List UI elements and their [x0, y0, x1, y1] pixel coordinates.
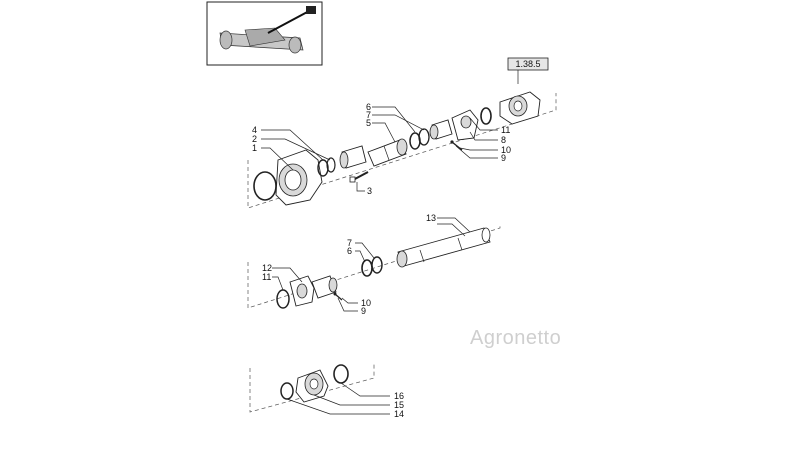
bolt	[349, 171, 369, 183]
long-shaft	[396, 227, 491, 268]
o-ring	[333, 364, 349, 384]
bottom-assembly	[280, 364, 349, 403]
snap-ring	[418, 128, 430, 146]
callout-6: 6	[366, 102, 371, 112]
snap-ring	[371, 256, 383, 274]
callout-9-middle: 9	[361, 306, 366, 316]
callout-2: 2	[252, 134, 257, 144]
callout-15: 15	[394, 400, 404, 410]
callout-7: 7	[366, 110, 371, 120]
callout-8: 8	[501, 135, 506, 145]
seal-ring	[276, 289, 290, 309]
callout-13: 13	[426, 213, 436, 223]
callout-10-middle: 10	[361, 298, 371, 308]
callout-16: 16	[394, 391, 404, 401]
callout-5: 5	[366, 118, 371, 128]
middle-assembly	[276, 227, 491, 309]
bracket-elbow	[289, 275, 315, 307]
shaft	[367, 138, 408, 167]
callout-4: 4	[252, 125, 257, 135]
callout-10: 10	[501, 145, 511, 155]
top-assembly	[253, 91, 541, 206]
callout-1: 1	[252, 143, 257, 153]
sleeve	[311, 275, 338, 299]
sleeve	[429, 119, 453, 140]
callout-9: 9	[501, 153, 506, 163]
snap-ring	[361, 259, 373, 277]
assembly-frame-middle	[247, 226, 501, 309]
callout-6-middle: 6	[347, 246, 352, 256]
bracket-elbow	[451, 109, 479, 141]
bushing	[339, 145, 367, 169]
top-leader-lines	[261, 106, 498, 192]
gasket-ring	[253, 171, 277, 201]
thumbnail-overview[interactable]	[206, 1, 323, 66]
assembly-frame-top	[247, 93, 557, 209]
bottom-leader-lines	[286, 382, 390, 415]
reference-box[interactable]: 1.38.5	[507, 57, 549, 84]
callout-7-middle: 7	[347, 238, 352, 248]
callout-11-middle: 11	[262, 272, 271, 282]
seal-ring	[480, 107, 492, 125]
bearing-housing	[295, 369, 329, 403]
middle-leader-lines	[272, 217, 471, 312]
callout-14: 14	[394, 409, 404, 419]
callout-3: 3	[367, 186, 372, 196]
o-ring	[326, 157, 336, 173]
callout-12: 12	[262, 263, 272, 273]
pin	[333, 292, 343, 301]
housing-flange	[275, 149, 323, 206]
callout-11: 11	[501, 125, 510, 135]
watermark-text: Agronetto	[470, 327, 561, 349]
thumbnail-axle-drawing	[219, 6, 316, 54]
reference-box-label: 1.38.5	[515, 59, 540, 69]
seal-ring	[280, 382, 294, 400]
end-flange	[499, 91, 541, 125]
pin	[450, 140, 463, 151]
